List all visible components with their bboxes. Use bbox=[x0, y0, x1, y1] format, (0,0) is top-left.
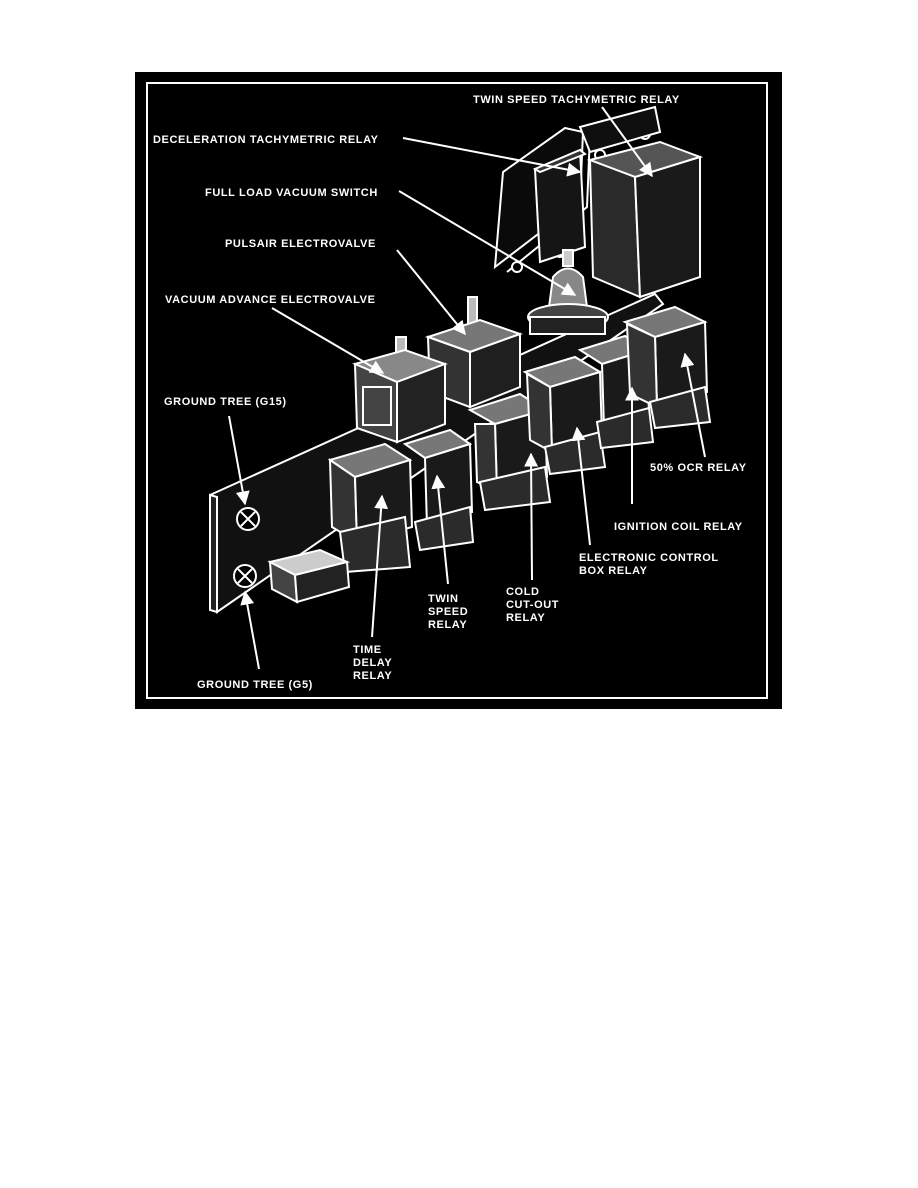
ground-tree-g5 bbox=[233, 548, 351, 604]
relay-panel-figure: TWIN SPEED TACHYMETRIC RELAY DECELERATIO… bbox=[135, 72, 782, 709]
label-twin-speed-line2: SPEED bbox=[428, 606, 468, 618]
label-twin-speed-line1: TWIN bbox=[428, 593, 459, 605]
twin-speed-tachymetric-relay bbox=[578, 105, 704, 299]
arrow-cold-cutout-relay bbox=[524, 452, 539, 581]
label-cold-cutout-line3: RELAY bbox=[506, 612, 545, 624]
label-cold-cutout-line1: COLD bbox=[506, 586, 540, 598]
arrow-ocr-relay bbox=[680, 352, 706, 458]
arrow-pulsair-electrovalve bbox=[396, 249, 466, 336]
label-deceleration-tachymetric-relay: DECELERATION TACHYMETRIC RELAY bbox=[153, 134, 379, 146]
arrow-ground-tree-g5 bbox=[240, 590, 260, 670]
ground-tree-g15 bbox=[236, 507, 260, 531]
figure-border bbox=[146, 82, 768, 699]
label-time-delay-line2: DELAY bbox=[353, 657, 392, 669]
label-full-load-vacuum-switch: FULL LOAD VACUUM SWITCH bbox=[205, 187, 378, 199]
leader-lines bbox=[228, 106, 706, 670]
arrow-ground-tree-g15 bbox=[228, 415, 250, 506]
label-time-delay-line1: TIME bbox=[353, 644, 382, 656]
arrow-twin-speed-relay bbox=[431, 474, 449, 585]
label-twin-speed-tachymetric-relay: TWIN SPEED TACHYMETRIC RELAY bbox=[473, 94, 680, 106]
arrow-time-delay-relay bbox=[371, 494, 389, 638]
label-ground-tree-g15: GROUND TREE (G15) bbox=[164, 396, 287, 408]
label-time-delay-line3: RELAY bbox=[353, 670, 392, 682]
arrow-vacuum-advance-electrovalve bbox=[271, 307, 385, 374]
label-pulsair-electrovalve: PULSAIR ELECTROVALVE bbox=[225, 238, 376, 250]
label-vacuum-advance-electrovalve: VACUUM ADVANCE ELECTROVALVE bbox=[165, 294, 376, 306]
label-electronic-control-line1: ELECTRONIC CONTROL bbox=[579, 552, 719, 564]
label-cold-cutout-line2: CUT-OUT bbox=[506, 599, 559, 611]
label-electronic-control-line2: BOX RELAY bbox=[579, 565, 648, 577]
arrow-twin-speed-tachymetric bbox=[601, 106, 653, 178]
arrow-full-load-vacuum-switch bbox=[398, 190, 577, 296]
label-twin-speed-line3: RELAY bbox=[428, 619, 467, 631]
label-ground-tree-g5: GROUND TREE (G5) bbox=[197, 679, 313, 691]
vacuum-advance-electrovalve bbox=[351, 336, 448, 444]
arrow-electronic-control-box-relay bbox=[571, 426, 591, 546]
arrow-deceleration-tachymetric bbox=[402, 137, 582, 177]
label-ocr-relay: 50% OCR RELAY bbox=[650, 462, 747, 474]
label-ignition-coil-relay: IGNITION COIL RELAY bbox=[614, 521, 743, 533]
deceleration-tachymetric-relay bbox=[532, 148, 587, 264]
pulsair-electrovalve bbox=[424, 296, 523, 409]
